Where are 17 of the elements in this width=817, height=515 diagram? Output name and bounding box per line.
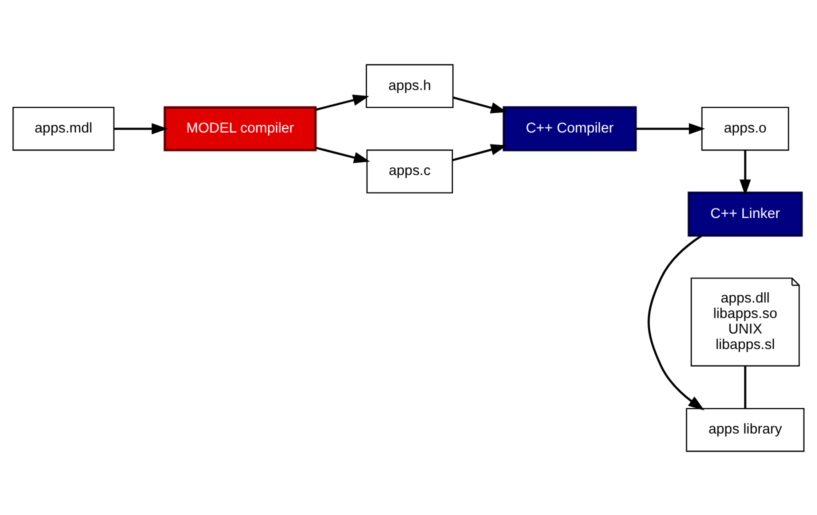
arrow xyxy=(315,146,370,163)
connector xyxy=(744,365,746,408)
arrow xyxy=(648,234,704,410)
node-box: apps.o xyxy=(701,106,790,150)
arrow xyxy=(636,122,706,134)
arrow xyxy=(114,122,168,134)
arrow xyxy=(315,94,370,110)
arrow xyxy=(452,96,508,113)
node-box: apps.h xyxy=(366,64,454,108)
node-box: apps.mdl xyxy=(12,106,114,150)
node-box: C++ Compiler xyxy=(502,106,637,151)
node-box: C++ Linker xyxy=(688,191,803,236)
node-box: apps.c xyxy=(366,149,453,193)
arrow xyxy=(452,144,508,161)
node-box: apps library xyxy=(686,407,804,452)
node-box: MODEL compiler xyxy=(164,106,317,151)
arrow xyxy=(740,150,751,196)
